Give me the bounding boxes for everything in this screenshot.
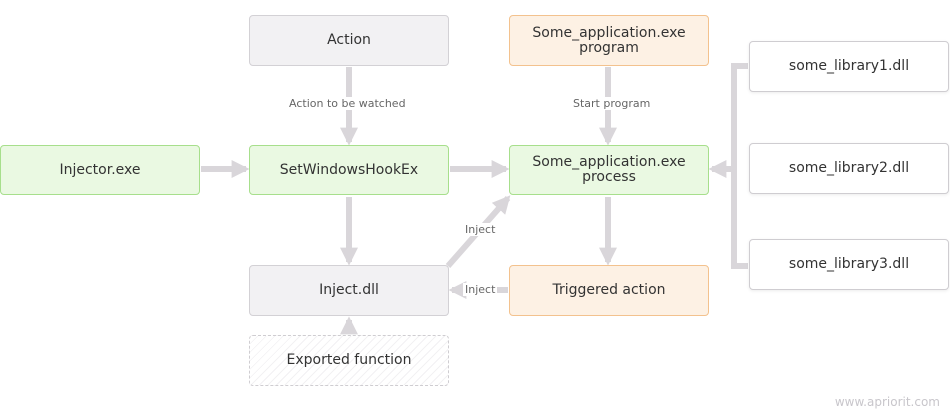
- edge-label-inject-left: Inject: [463, 283, 498, 296]
- edge-label-inject-up: Inject: [463, 223, 498, 236]
- inject-dll-node: Inject.dll: [249, 265, 449, 316]
- exported-function-node: Exported function: [249, 335, 449, 386]
- library2-node: some_library2.dll: [749, 143, 949, 194]
- injector-node: Injector.exe: [0, 145, 200, 195]
- watermark-text: www.apriorit.com: [834, 395, 940, 409]
- app-program-node: Some_application.exe program: [509, 15, 709, 66]
- edge-label-start-program: Start program: [571, 97, 653, 110]
- app-process-node: Some_application.exe process: [509, 145, 709, 195]
- set-windows-hook-node: SetWindowsHookEx: [249, 145, 449, 195]
- library3-node: some_library3.dll: [749, 239, 949, 290]
- edge-label-action-watched: Action to be watched: [287, 97, 408, 110]
- library1-node: some_library1.dll: [749, 41, 949, 92]
- bracket-libraries: [731, 63, 748, 269]
- triggered-action-node: Triggered action: [509, 265, 709, 316]
- action-node: Action: [249, 15, 449, 66]
